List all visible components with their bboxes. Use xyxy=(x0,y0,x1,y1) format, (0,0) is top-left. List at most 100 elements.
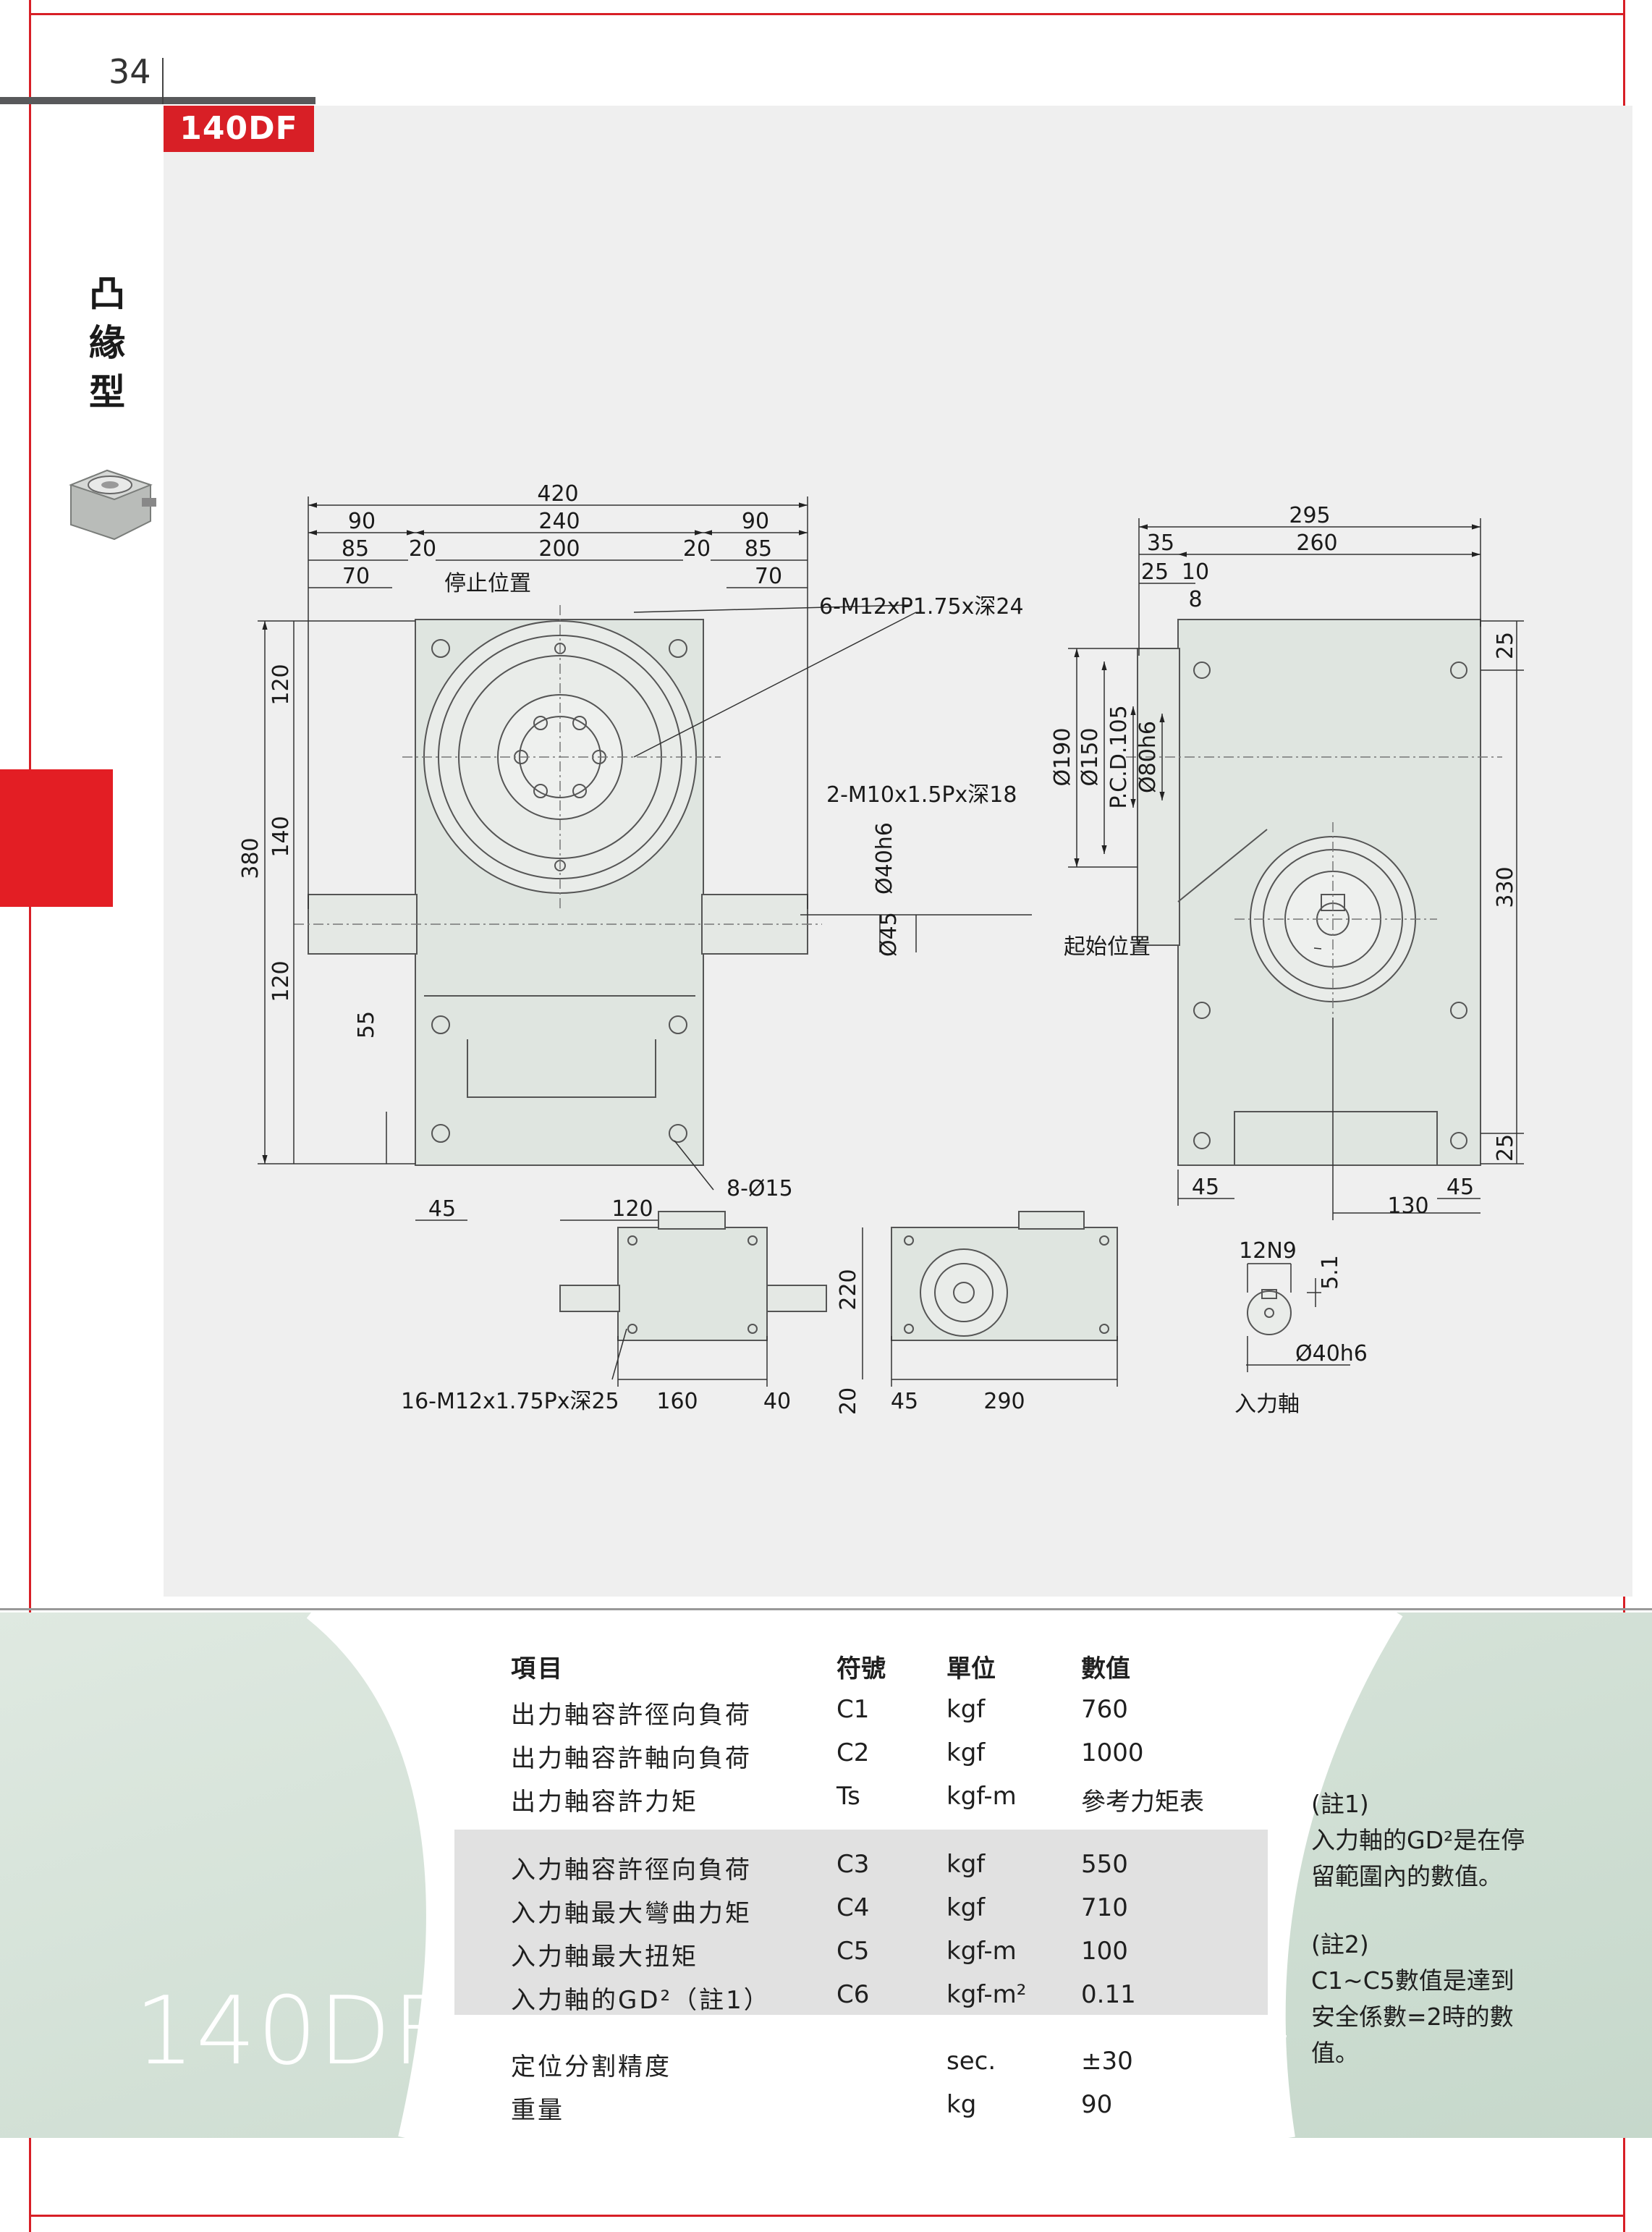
table-row-unit: kgf xyxy=(946,1893,986,1922)
dim-85-left: 85 xyxy=(342,536,369,562)
table-row-value: 710 xyxy=(1081,1893,1128,1922)
note1-title: (註1) xyxy=(1311,1790,1369,1818)
table-row-symbol: C3 xyxy=(836,1850,870,1879)
spec-band-background xyxy=(0,1612,1652,2138)
dim-380: 380 xyxy=(238,837,263,879)
table-row-unit: kgf xyxy=(946,1738,986,1767)
table-row-label: 入力軸最大彎曲力矩 xyxy=(511,1899,752,1928)
dim-55: 55 xyxy=(354,1011,379,1039)
note2-line: 安全係數=2時的數 xyxy=(1311,2003,1514,2031)
dim-shaft-40h6: Ø40h6 xyxy=(872,822,897,895)
dim-dia-150: Ø150 xyxy=(1077,728,1103,787)
table-row-symbol: C2 xyxy=(836,1738,870,1767)
rear-view xyxy=(891,1211,1118,1341)
dim-45-rear: 45 xyxy=(891,1389,918,1414)
dim-20-right: 20 xyxy=(683,536,711,562)
dim-8-side: 8 xyxy=(1188,587,1202,612)
callout-mounting-holes: 6-M12xP1.75x深24 xyxy=(819,594,1024,620)
start-position-label: 起始位置 xyxy=(1064,934,1151,960)
header-rule xyxy=(0,97,315,104)
note1-line: 入力軸的GD²是在停 xyxy=(1311,1826,1525,1854)
dim-35: 35 xyxy=(1147,530,1174,556)
dim-220: 220 xyxy=(836,1269,861,1310)
dim-330: 330 xyxy=(1493,866,1518,908)
dim-12n9: 12N9 xyxy=(1239,1238,1297,1264)
header-unit: 單位 xyxy=(946,1654,996,1683)
table-row-value: ±30 xyxy=(1081,2047,1133,2076)
dim-160: 160 xyxy=(656,1389,698,1414)
table-row-unit: kgf xyxy=(946,1695,986,1724)
dim-260: 260 xyxy=(1296,530,1337,556)
front-view xyxy=(308,619,808,1166)
dim-45-side: 45 xyxy=(1192,1175,1219,1200)
table-row-unit: sec. xyxy=(946,2047,996,2076)
dim-shaft-45: Ø45 xyxy=(876,912,902,957)
notes-block: (註1) 入力軸的GD²是在停 留範圍內的數值。 (註2) C1~C5數值是達到… xyxy=(1311,1786,1525,2071)
section-rule xyxy=(454,2035,1287,2037)
dim-25-right-top: 25 xyxy=(1493,632,1518,659)
dim-200: 200 xyxy=(538,536,580,562)
table-row-symbol: Ts xyxy=(836,1782,860,1811)
model-tag: 140DF xyxy=(164,106,314,152)
side-view xyxy=(1137,619,1481,1166)
dim-45-side-right: 45 xyxy=(1446,1175,1474,1200)
table-row-value: 550 xyxy=(1081,1850,1128,1879)
note2-line: 值。 xyxy=(1311,2039,1359,2067)
table-row-unit: kgf-m² xyxy=(946,1980,1027,2009)
product-thumbnail-image xyxy=(69,469,156,541)
frame-top xyxy=(29,13,1625,15)
table-row-value: 0.11 xyxy=(1081,1980,1136,2009)
input-shaft-label: 入力軸 xyxy=(1234,1392,1300,1417)
dim-90-left: 90 xyxy=(348,509,376,534)
technical-drawing: 420 90 240 90 85 20 200 20 85 70 70 停止位置… xyxy=(238,481,1524,1417)
table-row-symbol: C1 xyxy=(836,1695,870,1724)
table-row-unit: kgf xyxy=(946,1850,986,1879)
dim-20-rear: 20 xyxy=(836,1387,861,1415)
table-row-value: 90 xyxy=(1081,2090,1113,2119)
category-char: 緣 xyxy=(89,322,125,364)
shaft-section xyxy=(1247,1289,1292,1335)
dim-70-left: 70 xyxy=(342,564,370,589)
frame-bottom xyxy=(29,2215,1625,2217)
table-row-label: 入力軸容許徑向負荷 xyxy=(511,1856,752,1885)
dim-pcd-105: P.C.D.105 xyxy=(1106,705,1132,808)
header-value: 數值 xyxy=(1081,1654,1130,1683)
category-char: 型 xyxy=(89,371,125,413)
table-row-unit: kg xyxy=(946,2090,977,2119)
header-symbol: 符號 xyxy=(836,1654,886,1683)
table-row-label: 入力軸的GD²（註1） xyxy=(511,1986,771,2015)
dim-dia-80h6: Ø80h6 xyxy=(1135,721,1161,793)
table-row-label: 重量 xyxy=(511,2096,564,2125)
note2-title: (註2) xyxy=(1311,1930,1369,1958)
dim-dia-190: Ø190 xyxy=(1050,728,1075,787)
table-row-label: 出力軸容許力矩 xyxy=(511,1788,698,1817)
table-row-symbol: C5 xyxy=(836,1937,870,1966)
dim-10-side: 10 xyxy=(1182,559,1209,585)
dim-130-side: 130 xyxy=(1387,1193,1428,1219)
big-model-watermark: 140DF xyxy=(135,1976,449,2086)
table-row-label: 入力軸最大扭矩 xyxy=(511,1943,698,1971)
dim-120-front: 120 xyxy=(611,1196,653,1222)
table-row-symbol: C4 xyxy=(836,1893,870,1922)
dim-70-right: 70 xyxy=(755,564,782,589)
note1-line: 留範圍內的數值。 xyxy=(1311,1862,1502,1890)
table-row-value: 參考力矩表 xyxy=(1081,1788,1204,1817)
category-char: 凸 xyxy=(89,273,125,315)
callout-top-view-holes: 16-M12x1.75Px深25 xyxy=(401,1389,619,1414)
page-number-divider xyxy=(162,58,164,104)
dim-40: 40 xyxy=(763,1389,791,1414)
dim-85-right: 85 xyxy=(745,536,772,562)
stop-position-label: 停止位置 xyxy=(444,571,531,596)
table-row-unit: kgf-m xyxy=(946,1782,1017,1811)
table-row-symbol: C6 xyxy=(836,1980,870,2009)
dim-90-right: 90 xyxy=(742,509,769,534)
dim-420: 420 xyxy=(537,481,578,507)
dim-290: 290 xyxy=(983,1389,1025,1414)
note2-line: C1~C5數值是達到 xyxy=(1311,1966,1515,1995)
table-row-value: 1000 xyxy=(1081,1738,1144,1767)
category-label: 凸 緣 型 xyxy=(85,269,129,417)
dim-20-left: 20 xyxy=(409,536,436,562)
side-tab xyxy=(0,769,113,907)
callout-shaft-holes: 2-M10x1.5Px深18 xyxy=(826,782,1017,808)
top-view xyxy=(559,1211,827,1341)
